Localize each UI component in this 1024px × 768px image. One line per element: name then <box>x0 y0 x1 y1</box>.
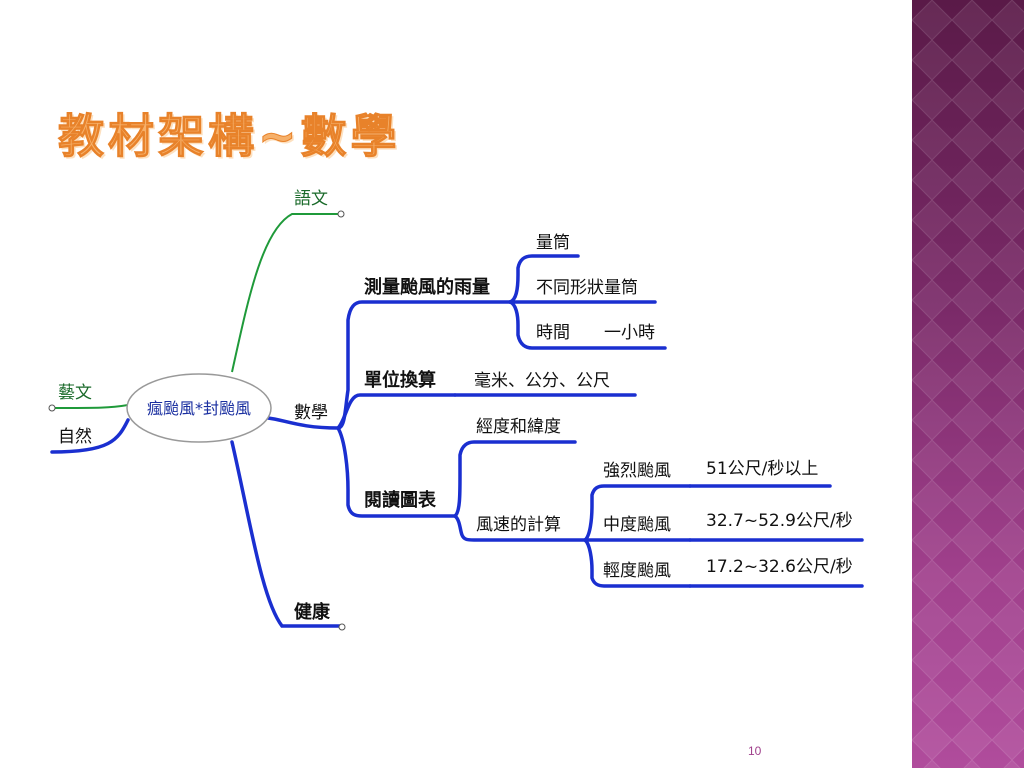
branch-yiwen-end <box>48 404 56 412</box>
branch-ziran-line <box>50 418 130 454</box>
branch-yuwen-line <box>231 213 340 373</box>
rain-to-cylinder <box>508 254 580 304</box>
charts-to-latlong <box>453 440 577 518</box>
rain-child-cylinder: 量筒 <box>536 233 570 253</box>
rain-child-hour: 一小時 <box>604 323 655 343</box>
charts-label: 閱讀圖表 <box>364 489 437 511</box>
branch-math-label: 數學 <box>294 403 328 423</box>
center-node-label: 瘋颱風*封颱風 <box>147 399 251 418</box>
diamond-pattern <box>912 0 1024 768</box>
wind-to-light <box>583 538 692 588</box>
rain-label: 測量颱風的雨量 <box>364 276 490 298</box>
wind-level-light: 輕度颱風 <box>603 561 671 581</box>
wind-speed-light: 17.2~32.6公尺/秒 <box>706 557 853 577</box>
branch-ziran-label: 自然 <box>58 427 92 447</box>
branch-yiwen-label: 藝文 <box>58 383 92 403</box>
units-child: 毫米、公分、公尺 <box>474 371 610 391</box>
wind-speed-strong: 51公尺/秒以上 <box>706 459 818 479</box>
math-to-units <box>336 393 457 430</box>
center-node-shape <box>126 373 272 443</box>
branch-math-line <box>266 416 340 430</box>
branch-health-line <box>230 440 342 628</box>
branch-yiwen-line <box>51 404 129 409</box>
branch-yuwen-end <box>337 210 345 218</box>
units-label: 單位換算 <box>364 369 436 391</box>
charts-to-wind <box>453 514 587 542</box>
wind-speed-medium: 32.7~52.9公尺/秒 <box>706 511 853 531</box>
rain-to-time <box>508 300 667 350</box>
math-to-charts <box>336 426 457 518</box>
wind-to-strong <box>583 484 692 542</box>
page-number: 10 <box>748 744 762 758</box>
mind-map: 瘋颱風*封颱風 語文 藝文 自然 數學 健康 測量颱風的雨量 量筒 不同形狀量筒… <box>48 189 864 631</box>
wind-level-strong: 強烈颱風 <box>603 461 671 481</box>
slide-title: 教材架構~數學 <box>58 109 401 164</box>
branch-yuwen-label: 語文 <box>294 189 328 209</box>
branch-health-end <box>338 623 346 631</box>
wind-level-medium: 中度颱風 <box>603 515 671 535</box>
rain-child-time: 時間 <box>536 323 570 343</box>
latlong-label: 經度和緯度 <box>476 417 561 437</box>
math-fork <box>336 300 512 430</box>
branch-health-label: 健康 <box>294 601 331 623</box>
rain-child-shapes: 不同形狀量筒 <box>536 278 638 298</box>
side-decor-band <box>912 0 1024 768</box>
wind-label: 風速的計算 <box>476 515 561 535</box>
